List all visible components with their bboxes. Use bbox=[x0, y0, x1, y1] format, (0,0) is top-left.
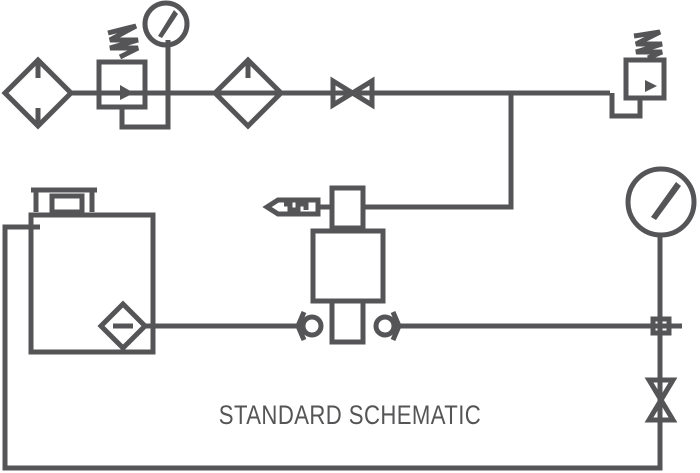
inlet-filter-icon bbox=[1, 56, 75, 130]
pressure-gauge-icon bbox=[142, 0, 190, 48]
regulator-icon bbox=[96, 23, 171, 130]
fitting-icon bbox=[650, 316, 672, 336]
branch-line bbox=[363, 93, 514, 210]
suction-filter-icon bbox=[97, 300, 149, 352]
pump-icon bbox=[295, 185, 402, 345]
diagram-title: STANDARD SCHEMATIC bbox=[218, 400, 482, 430]
spray-gun-icon bbox=[262, 197, 332, 217]
return-line bbox=[2, 224, 663, 471]
right-regulator-icon bbox=[609, 29, 667, 119]
tank-icon bbox=[28, 187, 156, 355]
lubricator-filter-icon bbox=[211, 56, 285, 130]
shutoff-valve-icon bbox=[330, 76, 375, 110]
fluid-pressure-gauge-icon bbox=[625, 166, 697, 238]
return-valve-icon bbox=[644, 377, 678, 423]
